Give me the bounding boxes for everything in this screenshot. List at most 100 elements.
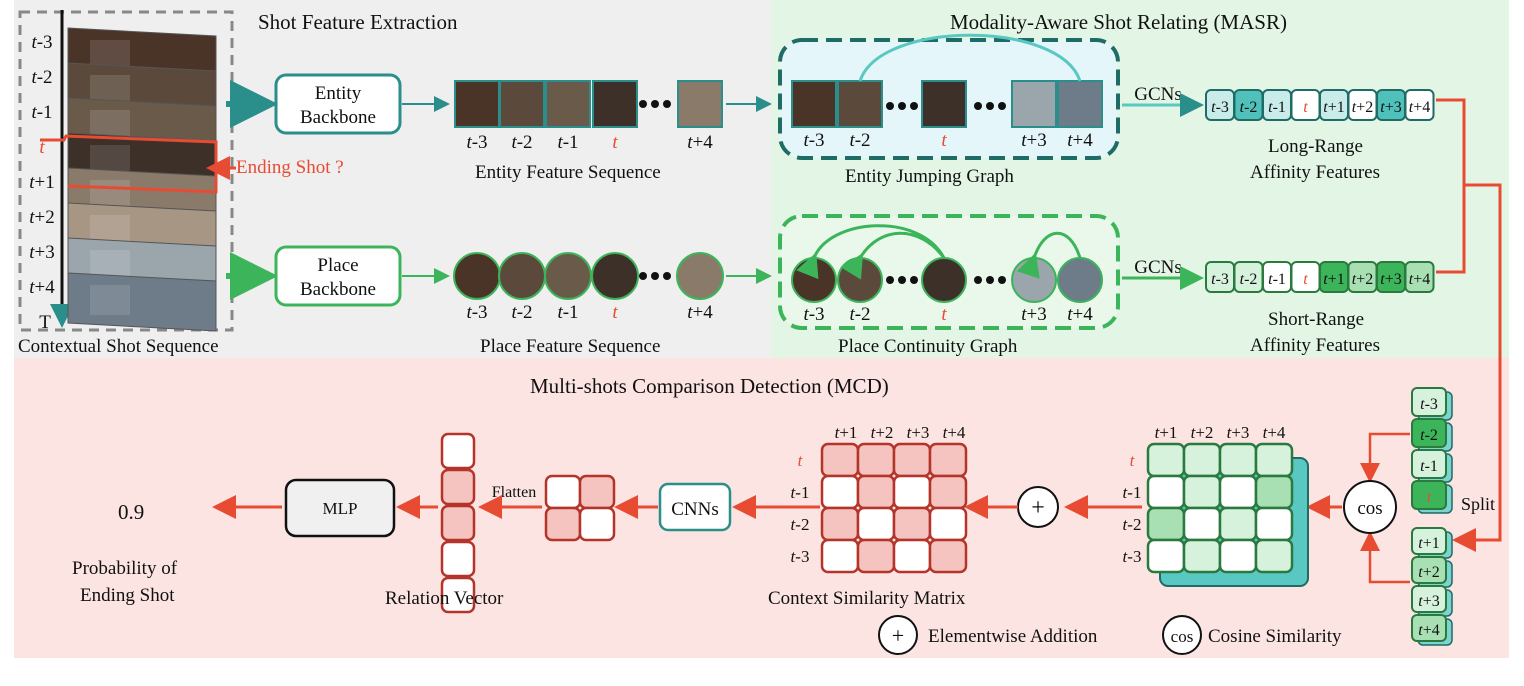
feature-map-cell [578, 506, 616, 542]
short-range-cell-label: t-1 [1268, 271, 1286, 288]
long-range-cell-label: t-3 [1211, 99, 1229, 116]
place-feature-label: t-2 [511, 302, 532, 323]
place-feature [676, 252, 724, 300]
short-range-cell-label: t-3 [1211, 271, 1229, 288]
relation-vector-cell [440, 468, 476, 506]
green-matrix-col: t+2 [1191, 423, 1214, 442]
shot-label: t-2 [31, 67, 52, 88]
split-left-label: t-3 [1420, 396, 1438, 413]
place-feature [453, 252, 501, 300]
split-left-cell [1411, 387, 1447, 417]
ellipsis-dot [898, 276, 906, 284]
feature-map-cell [544, 506, 582, 542]
green-matrix-cell [1182, 506, 1222, 542]
long-range-cell [1404, 89, 1435, 121]
matrix-caption: Context Similarity Matrix [768, 588, 966, 609]
entity-graph-edge [858, 33, 1082, 82]
entity-feature-label: t-1 [557, 132, 578, 153]
relation-vector-cell [440, 576, 476, 614]
red-matrix-col: t+3 [907, 423, 930, 442]
ellipsis-dot [651, 272, 659, 280]
shot-label: t+3 [29, 242, 55, 263]
ellipsis-dot [663, 272, 671, 280]
split-left-cell [1411, 418, 1447, 448]
shot-label: t-3 [31, 32, 52, 53]
ellipsis-dot [910, 102, 918, 110]
place-backbone-label: Backbone [300, 279, 376, 300]
green-matrix-cell [1218, 538, 1258, 574]
entity-graph-node [1057, 80, 1103, 128]
shot-sequence-caption: Contextual Shot Sequence [18, 336, 219, 357]
output-value: 0.9 [118, 500, 145, 524]
shot-label: t+2 [29, 207, 55, 228]
ellipsis-dot [639, 100, 647, 108]
legend-add-label: Elementwise Addition [928, 626, 1098, 647]
red-matrix-cell [892, 538, 932, 574]
ellipsis-dot [886, 102, 894, 110]
place-feature-label: t+4 [687, 302, 713, 323]
green-matrix-row: t-1 [1123, 483, 1142, 502]
green-matrix-cell [1182, 442, 1222, 478]
entity-feature [499, 80, 545, 128]
place-feature [544, 252, 592, 300]
feature-map-cell [544, 474, 582, 510]
entity-graph-node [791, 80, 837, 128]
ellipsis-dot [639, 272, 647, 280]
entity-feature-label: t-2 [511, 132, 532, 153]
contextual-shot-sequence: Tt-3t-2t-1tt+1t+2t+3t+4 [18, 10, 236, 333]
entity-feature-label: t+4 [687, 132, 713, 153]
shot-label: t-1 [31, 102, 52, 123]
split-right-label: t+4 [1418, 622, 1439, 639]
long-range-cell-label: t+3 [1380, 99, 1401, 116]
place-graph-label: t [941, 304, 947, 325]
place-graph-node [921, 257, 967, 303]
entity-graph-label: t+3 [1021, 130, 1047, 151]
legend-cos-symbol-label: cos [1171, 627, 1194, 646]
short-range-cell [1404, 261, 1435, 293]
green-matrix-row: t [1130, 451, 1136, 470]
green-matrix-cell [1218, 506, 1258, 542]
entity-feature-label: t-3 [466, 132, 487, 153]
green-matrix-cell [1146, 474, 1186, 510]
red-matrix-row: t-2 [791, 515, 810, 534]
legend-cos-symbol [1162, 615, 1202, 655]
entity-graph-caption: Entity Jumping Graph [845, 166, 1014, 187]
place-feature [498, 252, 546, 300]
relation-vector-cell [440, 540, 476, 578]
long-range-cell-label: t+2 [1352, 99, 1373, 116]
pipeline: EntityBackbonePlaceBackbonet-3t-3t-2t-2t… [212, 33, 1502, 655]
green-matrix-cell [1182, 474, 1222, 510]
red-matrix-cell [856, 442, 896, 478]
long-range-cell-label: t+4 [1409, 99, 1430, 116]
short-range-cell-label: t-2 [1240, 271, 1258, 288]
entity-graph-node [837, 80, 883, 128]
long-range-cell-label: t [1303, 99, 1308, 116]
relation-vector-cell [440, 432, 476, 470]
short-range-caption-1: Short-Range [1268, 309, 1365, 330]
red-matrix-col: t+2 [871, 423, 894, 442]
red-matrix-cell [928, 538, 968, 574]
split-left-cell [1411, 480, 1447, 510]
red-matrix-cell [928, 474, 968, 510]
short-range-cell-label: t [1303, 271, 1308, 288]
green-matrix-cell [1254, 506, 1294, 542]
green-matrix-cell [1218, 474, 1258, 510]
output-caption-2: Ending Shot [80, 585, 175, 606]
green-matrix-col: t+3 [1227, 423, 1250, 442]
entity-feature-label: t [612, 132, 618, 153]
red-matrix-cell [820, 442, 860, 478]
red-matrix-col: t+1 [835, 423, 858, 442]
split-left-cell [1411, 449, 1447, 479]
long-range-cell-label: t+1 [1323, 99, 1344, 116]
legend-cos-label: Cosine Similarity [1208, 626, 1342, 647]
green-matrix-cell [1182, 538, 1222, 574]
entity-graph-node [921, 80, 967, 128]
long-range-caption-1: Long-Range [1268, 136, 1363, 157]
mlp-box [284, 478, 396, 538]
legend-add-symbol [878, 615, 918, 655]
cnn-label: CNNs [671, 499, 719, 520]
shot-label: t+1 [29, 172, 55, 193]
entity-graph-label: t [941, 130, 947, 151]
green-matrix-cell [1146, 538, 1186, 574]
ending-shot-highlight [40, 134, 218, 194]
